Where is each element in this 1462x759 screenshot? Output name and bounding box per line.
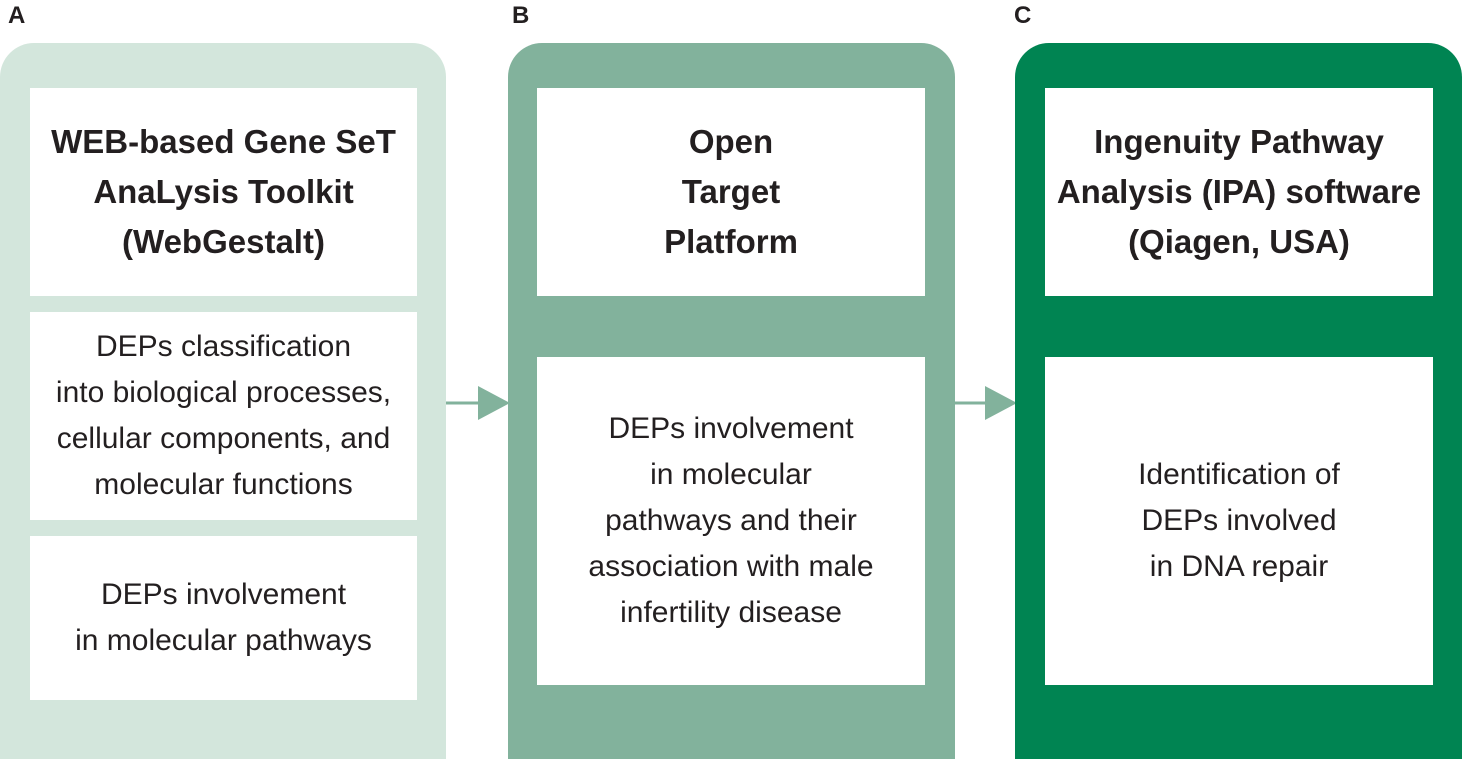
panel-c-ipa: Ingenuity Pathway Analysis (IPA) softwar… [1015, 43, 1462, 759]
panel-b-pathways-box: DEPs involvement in molecular pathways a… [537, 357, 925, 685]
arrow-a-to-b [446, 386, 510, 420]
panel-b-open-target: Open Target Platform DEPs involvement in… [508, 43, 955, 759]
panel-a-title-box: WEB-based Gene SeT AnaLysis Toolkit (Web… [30, 88, 417, 296]
panel-a-pathways-box: DEPs involvement in molecular pathways [30, 536, 417, 700]
panel-letter-b: B [512, 2, 530, 29]
panel-letter-a: A [8, 2, 26, 29]
panel-b-title: Open Target Platform [664, 123, 798, 260]
panel-c-title: Ingenuity Pathway Analysis (IPA) softwar… [1056, 123, 1422, 260]
panel-c-title-box: Ingenuity Pathway Analysis (IPA) softwar… [1045, 88, 1433, 296]
panel-c-dna-repair-box: Identification of DEPs involved in DNA r… [1045, 357, 1433, 685]
panel-a-classification-box: DEPs classification into biological proc… [30, 312, 417, 520]
panel-a-classification-text: DEPs classification into biological proc… [55, 330, 392, 501]
panel-b-pathways-text: DEPs involvement in molecular pathways a… [588, 412, 874, 629]
arrow-b-to-c [955, 386, 1017, 420]
panel-a-title: WEB-based Gene SeT AnaLysis Toolkit (Web… [51, 123, 396, 260]
panel-c-dna-repair-text: Identification of DEPs involved in DNA r… [1138, 458, 1340, 583]
panel-a-pathways-text: DEPs involvement in molecular pathways [75, 578, 372, 657]
panel-letter-c: C [1014, 2, 1032, 29]
panel-b-title-box: Open Target Platform [537, 88, 925, 296]
panel-a-webgestalt: WEB-based Gene SeT AnaLysis Toolkit (Web… [0, 43, 446, 759]
